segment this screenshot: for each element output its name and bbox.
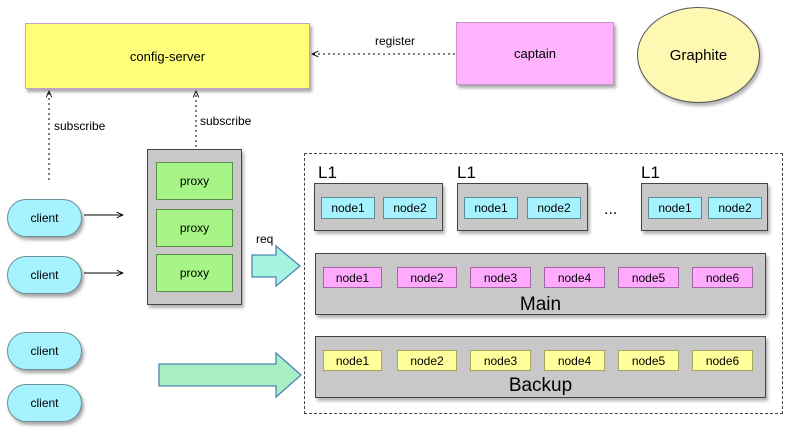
- node-label: node2: [410, 270, 444, 285]
- main-node: node5: [618, 267, 679, 288]
- node-label: node1: [658, 201, 692, 215]
- l1-group: node1 node2: [641, 183, 768, 231]
- node-label: node2: [410, 353, 444, 368]
- req-edge-label: req: [256, 232, 274, 246]
- captain-label: captain: [514, 46, 556, 61]
- config-server-label: config-server: [129, 48, 206, 64]
- client-label: client: [30, 396, 59, 410]
- backup-node: node6: [692, 350, 753, 371]
- node-label: node3: [483, 353, 518, 368]
- main-node: node3: [470, 267, 531, 288]
- node-label: node6: [705, 270, 740, 285]
- l1-group: node1 node2: [457, 183, 588, 231]
- main-node: node2: [397, 267, 457, 288]
- main-node: node4: [544, 267, 605, 288]
- node-label: node2: [393, 201, 427, 215]
- client-node: client: [7, 256, 82, 294]
- proxy-label: proxy: [179, 174, 210, 188]
- node-label: node5: [631, 270, 666, 285]
- node-label: node3: [483, 270, 518, 285]
- graphite-ellipse: Graphite: [637, 7, 760, 103]
- l1-node: node1: [648, 197, 702, 219]
- node-label: node4: [557, 270, 592, 285]
- l1-node: node1: [321, 197, 375, 219]
- subscribe-edge-label-right: subscribe: [200, 114, 252, 128]
- backup-block-arrow: [158, 351, 302, 399]
- backup-node: node1: [323, 350, 382, 371]
- proxy-label: proxy: [179, 266, 210, 280]
- l1-node: node2: [527, 197, 581, 219]
- proxy-group: proxy proxy proxy: [147, 149, 242, 305]
- backup-node: node2: [397, 350, 457, 371]
- ellipsis-text: ...: [604, 201, 618, 218]
- node-label: node6: [705, 353, 740, 368]
- client-node: client: [7, 332, 82, 370]
- proxy-label: proxy: [179, 221, 210, 235]
- l1-label: L1: [457, 163, 476, 182]
- proxy-node: proxy: [156, 162, 233, 200]
- main-node: node1: [323, 267, 382, 288]
- l1-label: L1: [641, 163, 660, 182]
- l1-group: node1 node2: [314, 183, 443, 231]
- captain-box: captain: [456, 22, 614, 85]
- proxy-node: proxy: [156, 209, 233, 247]
- client-label: client: [30, 211, 59, 225]
- l1-node: node1: [464, 197, 518, 219]
- client-node: client: [7, 199, 82, 237]
- backup-node: node3: [470, 350, 531, 371]
- client-node: client: [7, 384, 82, 422]
- backup-group: node1 node2 node3 node4 node5 node6 Back…: [315, 336, 766, 398]
- register-edge-label: register: [375, 34, 416, 48]
- backup-node: node4: [544, 350, 605, 371]
- main-group: node1 node2 node3 node4 node5 node6 Main: [315, 253, 766, 315]
- backup-node: node5: [618, 350, 679, 371]
- node-label: node2: [537, 201, 571, 215]
- node-label: node1: [474, 201, 508, 215]
- graphite-label: Graphite: [669, 46, 728, 64]
- node-label: node5: [631, 353, 666, 368]
- node-label: node2: [718, 201, 752, 215]
- l1-node: node2: [383, 197, 437, 219]
- main-label: Main: [519, 294, 562, 315]
- node-label: node1: [335, 353, 370, 368]
- l1-node: node2: [708, 197, 762, 219]
- subscribe-edge-label-left: subscribe: [54, 119, 106, 133]
- proxy-node: proxy: [156, 254, 233, 292]
- client-label: client: [30, 344, 59, 358]
- main-node: node6: [692, 267, 753, 288]
- cluster-frame: [304, 153, 783, 414]
- l1-label: L1: [318, 163, 337, 182]
- node-label: node4: [557, 353, 592, 368]
- config-server-box: config-server: [25, 23, 310, 89]
- req-block-arrow: [251, 244, 302, 288]
- node-label: node1: [331, 201, 365, 215]
- client-label: client: [30, 268, 59, 282]
- node-label: node1: [335, 270, 370, 285]
- backup-label: Backup: [508, 375, 573, 396]
